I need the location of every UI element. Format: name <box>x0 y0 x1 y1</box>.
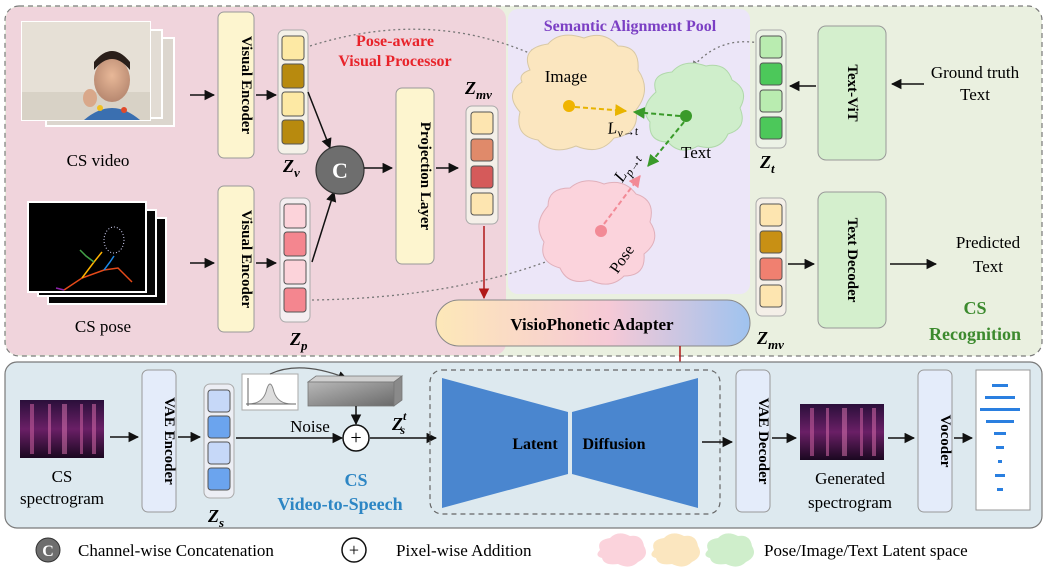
predicted-line1: Predicted <box>956 233 1021 252</box>
v2s-line2: Video-to-Speech <box>277 494 402 514</box>
visual-encoder-bottom <box>217 185 255 333</box>
add-node <box>342 424 370 452</box>
vocoder-box <box>917 369 953 513</box>
vae-decoder-label: VAE Decoder <box>755 398 771 485</box>
projection-layer <box>395 87 435 265</box>
text-vit-box <box>817 25 887 161</box>
cs-spectrogram-image <box>20 400 104 458</box>
legend-pose-cloud <box>597 533 646 567</box>
legend-add-symbol: + <box>349 540 359 560</box>
zv-token-stack <box>277 29 309 155</box>
cs-spectrogram-line1: CS <box>52 467 73 486</box>
noise-block <box>306 375 404 407</box>
diffusion-decoder-shape <box>572 378 698 508</box>
legend-concat-icon <box>35 537 61 563</box>
add-symbol: + <box>350 427 361 449</box>
cs-spectrogram-line2: spectrogram <box>20 489 104 508</box>
arrow-pose-to-text-alignment <box>603 175 641 225</box>
zs-label: Zs <box>207 506 224 530</box>
arrow-gaussian-to-noise <box>269 367 347 380</box>
semantic-pool-title: Semantic Alignment Pool <box>544 18 717 35</box>
legend-concat-label: Channel-wise Concatenation <box>78 541 274 560</box>
legend-concat-symbol: C <box>42 543 54 560</box>
pose-aware-title-line2: Visual Processor <box>338 53 451 70</box>
zt-token-stack <box>755 29 787 149</box>
pool-text-label: Text <box>681 143 711 162</box>
text-point <box>680 110 692 122</box>
text-decoder-box <box>817 191 887 329</box>
generated-spectrogram-image <box>800 404 884 460</box>
visual-encoder-top-label: Visual Encoder <box>238 36 254 135</box>
text-latent-cloud <box>644 62 745 151</box>
cs-video-label: CS video <box>67 151 130 170</box>
legend-add-icon <box>341 537 367 563</box>
waveform-icon <box>975 369 1031 511</box>
ground-truth-line1: Ground truth <box>931 63 1020 82</box>
zp-token-stack <box>279 197 311 323</box>
pose-point <box>595 225 607 237</box>
text-decoder-label: Text Decoder <box>844 218 860 303</box>
zs-token-stack <box>203 383 235 499</box>
generated-line1: Generated <box>815 469 885 488</box>
pool-image-label: Image <box>545 67 587 86</box>
visual-encoder-bottom-label: Visual Encoder <box>238 210 254 309</box>
zmv2-label: Zmv <box>756 328 784 352</box>
diffusion-encoder-shape <box>442 378 568 508</box>
vae-decoder-box <box>735 369 771 513</box>
zmv-label: Zmv <box>464 78 492 102</box>
cs-video-frames <box>21 21 175 127</box>
legend-image-cloud <box>651 533 700 567</box>
concat-symbol: C <box>332 158 348 183</box>
zmv-token-stack <box>465 105 499 225</box>
image-point <box>563 100 575 112</box>
ground-truth-line2: Text <box>960 85 990 104</box>
predicted-line2: Text <box>973 257 1003 276</box>
generated-line2: spectrogram <box>808 493 892 512</box>
legend-add-label: Pixel-wise Addition <box>396 541 532 560</box>
vocoder-label: Vocoder <box>937 415 953 468</box>
dotted-arrow-zv-to-image <box>309 28 537 57</box>
zp-label: Zp <box>289 329 308 353</box>
noise-label: Noise <box>290 417 330 436</box>
projection-layer-label: Projection Layer <box>417 122 433 231</box>
cs-recognition-line1: CS <box>963 298 986 318</box>
legend-text-cloud <box>705 533 754 567</box>
zv-label: Zv <box>282 156 300 180</box>
arrow-zp-to-concat <box>311 190 337 263</box>
vae-encoder-label: VAE Encoder <box>161 397 177 485</box>
arrow-image-to-text-alignment <box>574 104 628 117</box>
cs-pose-label: CS pose <box>75 317 131 336</box>
visiophonetic-adapter <box>435 299 751 347</box>
latent-label: Latent <box>512 436 558 453</box>
gaussian-icon <box>241 373 299 411</box>
dotted-arrow-zt-to-text <box>691 41 765 69</box>
cs-recognition-line2: Recognition <box>929 324 1021 344</box>
arrow-zv-to-concat <box>307 91 332 149</box>
concat-node <box>315 145 365 195</box>
cs-pose-frames <box>27 201 167 305</box>
v2s-line1: CS <box>344 470 367 490</box>
pose-aware-title-line1: Pose-aware <box>356 33 434 50</box>
arrow-text-align-down <box>647 121 685 167</box>
image-latent-cloud <box>512 34 645 151</box>
loss-vt-label: Lv→t <box>605 116 639 141</box>
visual-encoder-top <box>217 11 255 159</box>
legend-latent-label: Pose/Image/Text Latent space <box>764 541 968 560</box>
text-vit-label: Text-ViT <box>844 64 860 121</box>
vae-encoder-box <box>141 369 177 513</box>
diffusion-label: Diffusion <box>582 436 645 453</box>
zmv2-token-stack <box>755 197 787 317</box>
zt-label: Zt <box>759 152 775 176</box>
adapter-label: VisioPhonetic Adapter <box>510 315 674 334</box>
